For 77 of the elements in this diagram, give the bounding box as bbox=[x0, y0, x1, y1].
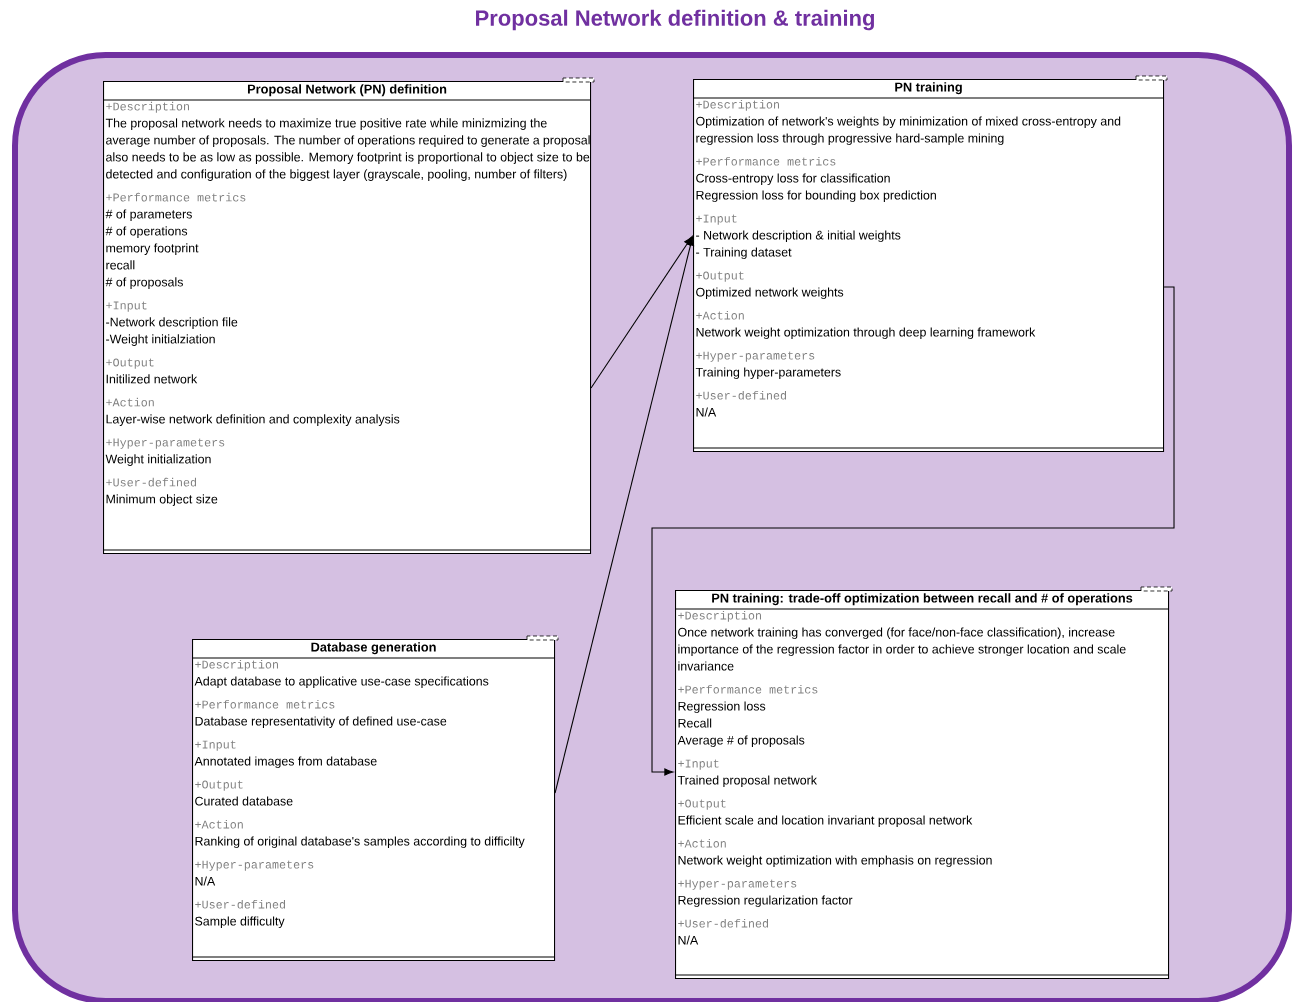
section-text: Network weight optimization through deep learning framework bbox=[696, 327, 1036, 339]
arrow bbox=[651, 286, 1175, 776]
section-label: +Description bbox=[696, 99, 779, 111]
section-label: +Description bbox=[678, 610, 761, 622]
section-text: memory footprint bbox=[106, 243, 199, 255]
section-label: +Action bbox=[106, 397, 154, 407]
section-label: +Action bbox=[195, 819, 243, 829]
section-text: Sample difficulty bbox=[195, 916, 285, 928]
box-header: PN training: trade-off optimization between recall and # of operations bbox=[712, 593, 1133, 606]
section-label: +Hyper-parameters bbox=[106, 438, 225, 449]
section-label: +User-defined bbox=[696, 390, 786, 400]
box-header: PN training bbox=[895, 82, 962, 95]
section-label: +Description bbox=[106, 101, 189, 113]
diagram-title: Proposal Network definition & training bbox=[476, 9, 874, 31]
section-label: +Performance metrics bbox=[696, 156, 836, 166]
section-label: +Output bbox=[678, 799, 726, 810]
section-label: +Output bbox=[106, 358, 154, 369]
section-text: Database representativity of defined use-case bbox=[195, 716, 447, 728]
section-label: +Input bbox=[195, 740, 236, 751]
section-label: +Hyper-parameters bbox=[195, 860, 314, 871]
section-text: Layer-wise network definition and complexity analysis bbox=[106, 414, 400, 426]
section-text: Efficient scale and location invariant proposal network bbox=[678, 815, 973, 827]
section-text: recall bbox=[106, 260, 135, 270]
section-text: Initilized network bbox=[106, 374, 198, 384]
section-text: Ranking of original database's samples according to difficilty bbox=[195, 836, 525, 848]
section-text: Cross-entropy loss for classification bbox=[696, 173, 890, 185]
section-label: +User-defined bbox=[195, 899, 285, 909]
section-text: Optimized network weights bbox=[696, 287, 844, 299]
section-label: +Output bbox=[696, 271, 744, 282]
section-text: Average # of proposals bbox=[677, 735, 805, 747]
section-text: Regression loss bbox=[678, 701, 766, 713]
section-text: # of proposals bbox=[105, 277, 183, 289]
section-text: Recall bbox=[678, 718, 712, 728]
section-label: +Output bbox=[195, 780, 243, 791]
arrow bbox=[554, 236, 695, 794]
section-text: -Network description file bbox=[106, 317, 238, 329]
class-box bbox=[192, 639, 556, 962]
section-text: - Training dataset bbox=[696, 247, 792, 259]
section-text: # of operations bbox=[105, 226, 188, 238]
section-text: - Network description & initial weights bbox=[696, 230, 901, 242]
section-text: Once network training has converged (for face/non-face classification), increase importance of the regression factor in order to achieve stronger location and scale invariance bbox=[678, 627, 1126, 671]
section-text: Curated database bbox=[195, 796, 293, 806]
section-text: Regression regularization factor bbox=[678, 895, 853, 907]
section-label: +Input bbox=[106, 301, 147, 312]
section-label: +Description bbox=[195, 659, 278, 671]
section-label: +Input bbox=[678, 759, 719, 770]
class-box bbox=[693, 79, 1165, 453]
section-text: -Weight initialziation bbox=[106, 334, 215, 346]
section-label: +Input bbox=[696, 214, 737, 225]
section-text: Regression loss for bounding box prediction bbox=[696, 190, 936, 202]
section-text: Adapt database to applicative use-case specifications bbox=[194, 676, 489, 688]
arrow bbox=[590, 236, 693, 389]
section-text: N/A bbox=[195, 876, 216, 886]
section-text: Trained proposal network bbox=[677, 775, 817, 787]
section-label: +Action bbox=[678, 838, 726, 848]
section-label: +Performance metrics bbox=[678, 684, 818, 694]
section-label: +Performance metrics bbox=[106, 192, 246, 202]
section-text: Minimum object size bbox=[106, 494, 218, 506]
section-label: +Hyper-parameters bbox=[696, 351, 815, 362]
section-text: N/A bbox=[678, 935, 699, 945]
section-text: # of parameters bbox=[105, 209, 192, 221]
section-label: +Performance metrics bbox=[195, 699, 335, 709]
section-label: +User-defined bbox=[678, 918, 768, 928]
section-text: Training hyper-parameters bbox=[695, 367, 841, 379]
section-text: Optimization of network's weights by minimization of mixed cross-entropy and regression loss through progressive hard-sample mining bbox=[696, 116, 1121, 145]
section-text: Network weight optimization with emphasis on regression bbox=[678, 855, 992, 867]
section-label: +User-defined bbox=[106, 477, 196, 487]
class-box bbox=[103, 81, 592, 555]
box-header: Proposal Network (PN) definition bbox=[248, 84, 447, 97]
box-header: Database generation bbox=[311, 642, 436, 655]
section-text: Annotated images from database bbox=[194, 756, 377, 768]
section-text: N/A bbox=[696, 407, 717, 417]
section-label: +Action bbox=[696, 310, 744, 320]
section-text: The proposal network needs to maximize true positive rate while minizmizing the average number of proposals. The number of operations required to generate a proposal also needs to be as low as possible. Memory footprint is proportional to object size to be detected and configuration of the biggest layer (grayscale, pooling, number of filters) bbox=[105, 118, 590, 181]
section-label: +Hyper-parameters bbox=[678, 879, 797, 890]
section-text: Weight initialization bbox=[105, 454, 211, 466]
class-box bbox=[675, 590, 1170, 980]
